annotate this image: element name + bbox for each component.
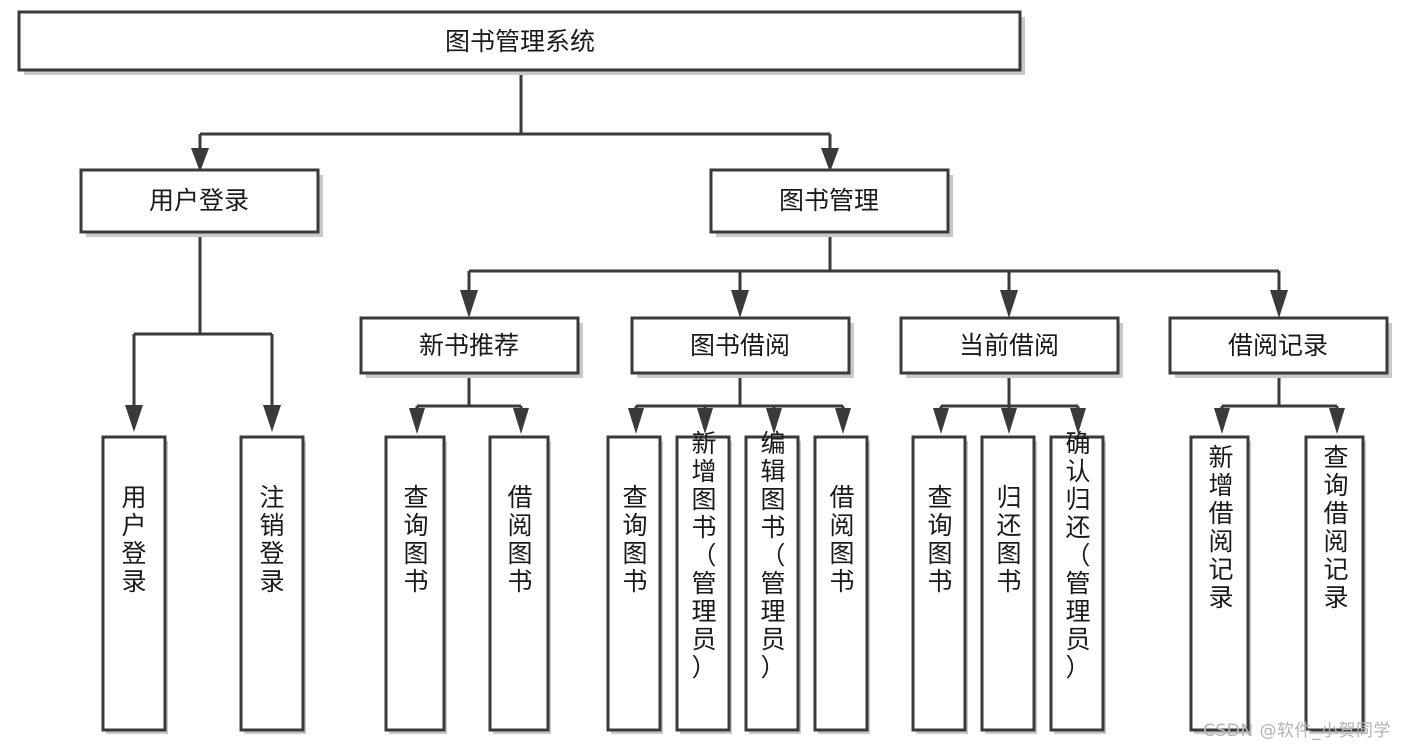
- node-leaf-confirm-return-label: 确认归还（管理员）: [1065, 429, 1090, 682]
- arrow-leaf-add-record: [1214, 408, 1230, 434]
- node-leaf-edit-book-box[interactable]: [744, 435, 800, 732]
- node-leaf-query-book-1-box[interactable]: [384, 435, 446, 732]
- node-leaf-borrow-book-2-box[interactable]: [813, 435, 869, 732]
- node-leaf-add-book-label: 新增图书（管理员）: [691, 429, 716, 682]
- node-leaf-logout-box[interactable]: [239, 435, 305, 732]
- node-leaf-query-record-label: 查询借阅记录: [1323, 443, 1348, 612]
- node-new-book-rec-label: 新书推荐: [419, 331, 519, 360]
- arrow-leaf-query-book-3: [933, 408, 949, 434]
- node-current-borrow-box[interactable]: [899, 316, 1120, 375]
- node-leaf-add-book[interactable]: 新增图书（管理员）: [675, 429, 732, 734]
- node-book-manage[interactable]: 图书管理: [709, 168, 953, 237]
- arrow-leaf-return-book: [1001, 408, 1017, 434]
- node-current-borrow-label: 当前借阅: [959, 331, 1059, 360]
- node-root-label: 图书管理系统: [445, 27, 595, 56]
- arrow-book-manage: [821, 148, 839, 172]
- node-leaf-query-book-2-label: 查询图书: [622, 483, 647, 596]
- arrow-leaf-edit-book: [766, 408, 782, 434]
- arrow-leaf-query-record: [1329, 408, 1345, 434]
- node-leaf-borrow-book-2-label: 借阅图书: [829, 483, 854, 596]
- node-book-manage-label: 图书管理: [779, 186, 879, 215]
- node-leaf-return-book-box[interactable]: [980, 435, 1036, 732]
- node-leaf-confirm-return-box[interactable]: [1049, 435, 1105, 732]
- node-leaf-user-login-box[interactable]: [101, 435, 167, 732]
- node-leaf-query-record-box[interactable]: [1304, 435, 1365, 732]
- node-leaf-edit-book-label: 编辑图书（管理员）: [760, 429, 785, 682]
- node-leaf-borrow-book-2[interactable]: 借阅图书: [813, 435, 870, 734]
- arrow-leaf-query-book-1: [409, 408, 425, 434]
- node-leaf-query-book-2-box[interactable]: [606, 435, 662, 732]
- arrow-leaf-user-login: [125, 405, 143, 432]
- node-leaf-confirm-return[interactable]: 确认归还（管理员）: [1049, 429, 1106, 734]
- node-leaf-borrow-book-1-label: 借阅图书: [507, 483, 532, 596]
- node-leaf-add-record[interactable]: 新增借阅记录: [1189, 435, 1251, 734]
- node-leaf-borrow-book-1-box[interactable]: [488, 435, 550, 732]
- node-borrow-record-label: 借阅记录: [1228, 331, 1328, 360]
- node-leaf-query-book-3[interactable]: 查询图书: [911, 435, 968, 734]
- connectors: [125, 70, 1345, 434]
- arrow-user-login: [191, 148, 209, 172]
- node-user-login-box[interactable]: [79, 168, 320, 234]
- arrow-leaf-logout: [263, 405, 281, 432]
- node-leaf-user-login[interactable]: 用户登录: [101, 435, 168, 734]
- node-leaf-add-book-box[interactable]: [675, 435, 731, 732]
- node-leaf-query-book-2[interactable]: 查询图书: [606, 435, 663, 734]
- node-leaf-add-record-box[interactable]: [1189, 435, 1250, 732]
- arrow-book-borrow: [731, 290, 749, 318]
- arrow-current-borrow: [1000, 290, 1018, 318]
- node-book-borrow[interactable]: 图书借阅: [630, 316, 854, 378]
- node-borrow-record[interactable]: 借阅记录: [1168, 316, 1392, 378]
- node-borrow-record-box[interactable]: [1168, 316, 1389, 375]
- arrow-leaf-query-book-2: [628, 408, 644, 434]
- node-user-login[interactable]: 用户登录: [79, 168, 323, 237]
- arrow-new-book-rec: [460, 290, 478, 318]
- node-leaf-add-record-label: 新增借阅记录: [1208, 443, 1233, 612]
- node-leaf-return-book[interactable]: 归还图书: [980, 435, 1037, 734]
- arrow-leaf-confirm-return: [1070, 408, 1086, 434]
- node-book-manage-box[interactable]: [709, 168, 950, 234]
- node-leaf-logout[interactable]: 注销登录: [239, 435, 306, 734]
- arrow-leaf-borrow-book-1: [513, 408, 529, 434]
- node-leaf-borrow-book-1[interactable]: 借阅图书: [488, 435, 551, 734]
- node-new-book-rec-box[interactable]: [359, 316, 580, 375]
- node-user-login-label: 用户登录: [149, 186, 249, 215]
- arrow-leaf-add-book: [697, 408, 713, 434]
- node-leaf-user-login-label: 用户登录: [121, 483, 146, 596]
- node-book-borrow-box[interactable]: [630, 316, 851, 375]
- node-leaf-query-record[interactable]: 查询借阅记录: [1304, 435, 1366, 734]
- node-root-box[interactable]: [17, 10, 1022, 72]
- node-leaf-logout-label: 注销登录: [259, 483, 284, 596]
- node-leaf-query-book-1[interactable]: 查询图书: [384, 435, 447, 734]
- arrow-leaf-borrow-book-2: [835, 408, 851, 434]
- node-root[interactable]: 图书管理系统: [17, 10, 1025, 75]
- node-book-borrow-label: 图书借阅: [690, 331, 790, 360]
- node-current-borrow[interactable]: 当前借阅: [899, 316, 1123, 378]
- node-leaf-query-book-3-box[interactable]: [911, 435, 967, 732]
- node-new-book-rec[interactable]: 新书推荐: [359, 316, 583, 378]
- node-leaf-query-book-3-label: 查询图书: [927, 483, 952, 596]
- node-leaf-return-book-label: 归还图书: [996, 483, 1021, 596]
- node-leaf-query-book-1-label: 查询图书: [403, 483, 428, 596]
- node-leaf-edit-book[interactable]: 编辑图书（管理员）: [744, 429, 801, 734]
- arrow-borrow-record: [1270, 290, 1288, 318]
